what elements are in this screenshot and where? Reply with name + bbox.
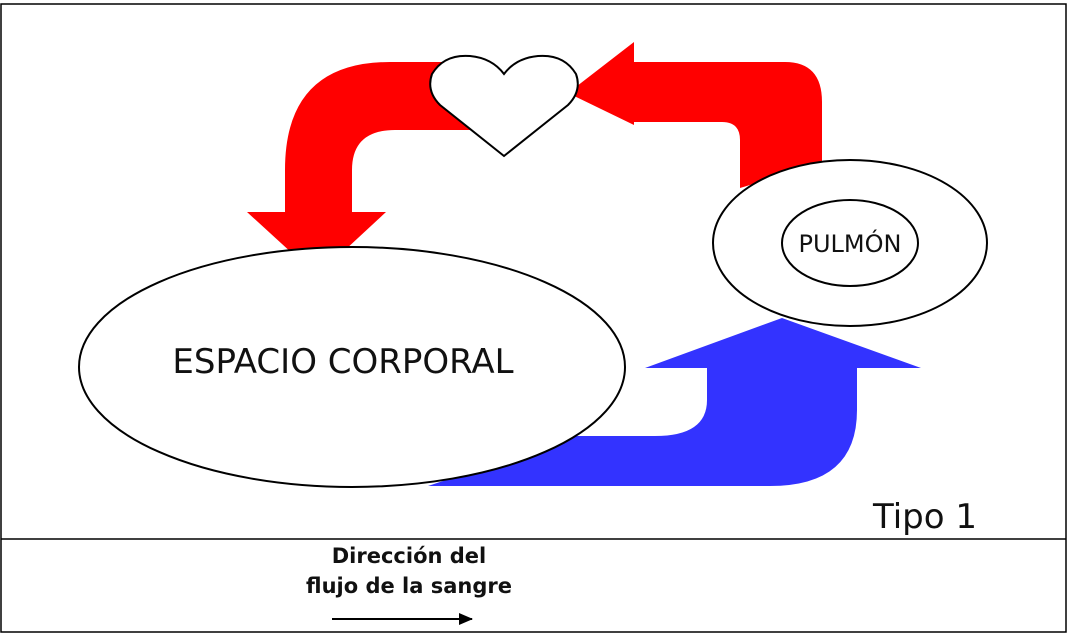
lung-inner-ellipse bbox=[781, 199, 919, 287]
body-space-label: ESPACIO CORPORAL bbox=[172, 342, 513, 382]
legend-line-2: flujo de la sangre bbox=[306, 574, 512, 598]
lung-label: PULMÓN bbox=[799, 228, 902, 258]
body-space-ellipse bbox=[78, 246, 626, 488]
red-arrow-heart-to-body bbox=[247, 62, 470, 276]
type-label: Tipo 1 bbox=[872, 497, 977, 537]
red-arrow-lung-to-heart bbox=[568, 42, 822, 188]
heart-icon bbox=[429, 54, 579, 158]
legend-line-1: Dirección del bbox=[332, 544, 487, 568]
